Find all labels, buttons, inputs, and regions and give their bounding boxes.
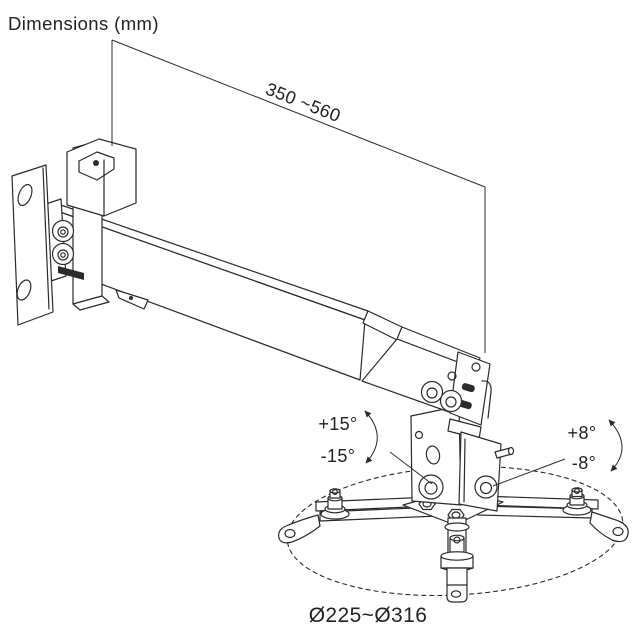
arm-bolt-2 [51, 242, 75, 266]
dimension-line-arm [111, 39, 486, 188]
swivel-down-label: -8° [572, 453, 596, 473]
tilt-knob [418, 474, 444, 500]
tube-joint-step [362, 310, 403, 341]
end-plate-slot-2 [458, 400, 472, 410]
tilt-up-label: +15° [318, 414, 357, 434]
drop-column [440, 517, 474, 603]
end-plate-slot-1 [461, 383, 475, 393]
arm-lock-knob-2 [439, 389, 463, 413]
wall-bracket [11, 138, 137, 326]
head-bracket [410, 405, 515, 512]
arm-end-shadow-slot [58, 266, 84, 280]
arm-bolt-1 [51, 219, 75, 243]
tilt-plate-hole [414, 430, 424, 440]
column-hole [450, 590, 462, 598]
drawing-root: 350 ~560 +15° -15° +8° -8° Dimensions (m… [8, 13, 629, 627]
mounting-tab-left [278, 514, 321, 544]
end-plate-hole-2 [471, 362, 481, 372]
tilt-arc-arrow [364, 410, 378, 464]
mounting-tab-right-hole [612, 526, 624, 537]
tilt-leader-line [389, 451, 433, 485]
telescoping-arm [57, 203, 492, 426]
swivel-leader-line [492, 458, 566, 487]
mounting-tab-left-hole [284, 528, 296, 539]
tilt-down-label: -15° [321, 446, 356, 466]
wall-plate-hole-top [17, 183, 33, 207]
swivel-arc-arrow [608, 419, 623, 472]
top-clamp [66, 138, 137, 217]
arm-lock-knob-1 [420, 380, 444, 404]
screw-post-right [562, 487, 592, 516]
swivel-knob [474, 475, 498, 499]
arm-length-label: 350 ~560 [263, 79, 344, 126]
base-diameter-label: Ø225~Ø316 [309, 604, 428, 627]
spider-base [278, 465, 629, 603]
end-plate-hook [481, 380, 492, 419]
rotation-range-dashed-ellipse [286, 465, 624, 597]
tilt-plate-oval-hole [425, 445, 441, 465]
end-plate-hole-1 [447, 371, 457, 381]
wall-plate-hole-bottom [16, 279, 32, 301]
support-post-bottom [72, 295, 110, 311]
mounting-tab-right [589, 511, 629, 543]
swivel-annotation: +8° -8° [492, 419, 623, 487]
screw-post-left [320, 488, 350, 520]
swivel-up-label: +8° [568, 423, 597, 443]
tilt-annotation: +15° -15° [318, 410, 433, 485]
page-title: Dimensions (mm) [8, 13, 159, 34]
